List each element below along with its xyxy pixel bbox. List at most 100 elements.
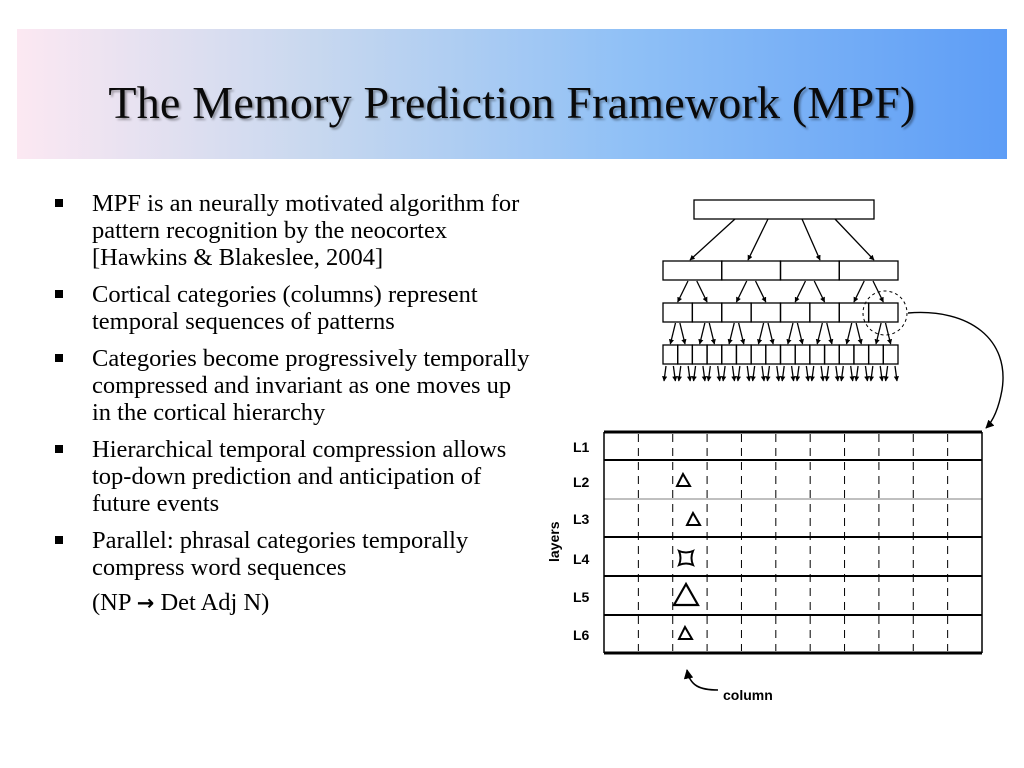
hierarchy-top-node	[693, 199, 875, 220]
square-bullet-icon	[55, 536, 63, 544]
square-bullet-icon	[55, 199, 63, 207]
hierarchy-input-arrow	[839, 365, 845, 382]
hierarchy-arrow	[738, 322, 746, 345]
bullet-text: Hierarchical temporal compression allows…	[92, 436, 507, 517]
hierarchy-arrow	[708, 322, 716, 345]
hierarchy-input-arrow	[879, 365, 885, 382]
hierarchy-input-arrow	[883, 365, 889, 382]
hierarchy-input-arrow	[746, 365, 752, 382]
hierarchy-arrow	[668, 322, 677, 345]
hierarchy-arrow	[813, 280, 826, 303]
hierarchy-input-arrow	[805, 365, 811, 382]
hierarchy-input-arrow	[809, 365, 815, 382]
bullet-item: MPF is an neurally motivated algorithm f…	[53, 190, 533, 271]
hierarchy-level4-node	[853, 344, 870, 365]
hierarchy-arrow	[747, 218, 769, 261]
large-triangle-icon	[672, 581, 700, 607]
hierarchy-level4-node	[882, 344, 899, 365]
hierarchy-input-arrow	[864, 365, 870, 382]
hierarchy-arrow	[689, 218, 736, 261]
sub-suffix: Det Adj N)	[154, 589, 270, 616]
hierarchy-arrow	[815, 322, 823, 345]
hierarchy-arrow	[754, 280, 767, 303]
hierarchy-level2-node	[721, 260, 782, 281]
hierarchy-arrow	[853, 280, 865, 303]
hierarchy-input-arrow	[686, 365, 693, 382]
hierarchy-input-arrow	[662, 365, 668, 382]
hierarchy-level3-node	[750, 302, 782, 323]
hierarchy-input-arrow	[824, 365, 830, 382]
layers-axis-label: layers	[546, 521, 562, 562]
hierarchy-input-arrow	[834, 365, 840, 382]
hierarchy-input-arrow	[701, 365, 707, 382]
slide-title: The Memory Prediction Framework (MPF)	[108, 77, 916, 128]
hierarchy-input-arrow	[721, 365, 727, 382]
triangle-icon	[675, 471, 692, 487]
layer-label-l5: L5	[573, 589, 590, 605]
layer-label-l1: L1	[573, 439, 590, 455]
hierarchy-arrow	[884, 322, 893, 345]
hierarchy-diagram	[662, 199, 899, 382]
hierarchy-input-arrow	[780, 365, 786, 382]
hierarchy-arrow	[727, 322, 735, 345]
hierarchy-input-arrow	[849, 365, 855, 382]
hierarchy-level3-node	[779, 302, 811, 323]
triangle-icon	[685, 510, 702, 526]
bullet-text: Categories become progressively temporal…	[92, 345, 530, 426]
hierarchy-level4-node	[838, 344, 855, 365]
bullet-subline: (NP → Det Adj N)	[92, 589, 533, 617]
hierarchy-input-arrow	[750, 365, 756, 382]
hierarchy-input-arrow	[735, 365, 742, 382]
hierarchy-level3-node	[691, 302, 723, 323]
hierarchy-input-arrow	[868, 365, 875, 382]
hierarchy-level4-node	[794, 344, 811, 365]
bullet-item: Cortical categories (columns) represent …	[53, 281, 533, 335]
hierarchy-level4-node	[735, 344, 752, 365]
hierarchy-arrow	[767, 322, 775, 345]
sub-prefix: (NP	[92, 589, 137, 616]
bullet-list: MPF is an neurally motivated algorithm f…	[53, 190, 533, 617]
square-bullet-icon	[55, 445, 63, 453]
hierarchy-arrow	[874, 322, 882, 345]
hierarchy-arrow	[786, 322, 794, 345]
hierarchy-level4-node	[809, 344, 826, 365]
hierarchy-level4-node	[750, 344, 767, 365]
cortical-hierarchy-figure: L1 L2 L3 L4 L5 L6 layers column	[546, 199, 1004, 703]
square-bullet-icon	[55, 290, 63, 298]
layer-label-l2: L2	[573, 474, 590, 490]
hierarchy-level3-node	[662, 302, 694, 323]
triangle-icon	[677, 624, 694, 640]
hierarchy-arrow	[735, 280, 748, 303]
hierarchy-level4-node	[677, 344, 694, 365]
hierarchy-input-arrow	[716, 365, 722, 382]
hierarchy-input-arrow	[760, 365, 766, 382]
hierarchy-level4-node	[867, 344, 884, 365]
bullet-item: Hierarchical temporal compression allows…	[53, 436, 533, 517]
hierarchy-level4-node	[779, 344, 796, 365]
hierarchy-arrow	[834, 218, 875, 261]
hierarchy-arrow	[796, 322, 804, 345]
highlight-circle	[862, 290, 908, 336]
hierarchy-input-arrow	[775, 365, 781, 382]
bullet-item: Parallel: phrasal categories temporally …	[53, 527, 533, 617]
hierarchy-level3-node	[721, 302, 752, 323]
hierarchy-arrow	[677, 280, 689, 303]
column-label: column	[723, 687, 773, 703]
hierarchy-level4-node	[706, 344, 723, 365]
hierarchy-arrow	[872, 280, 884, 303]
hierarchy-input-arrow	[795, 365, 801, 382]
hierarchy-input-arrow	[731, 365, 737, 382]
hierarchy-input-arrow	[765, 365, 771, 382]
hierarchy-input-arrow	[819, 365, 826, 382]
hierarchy-input-arrow	[706, 365, 712, 382]
right-arrow-icon: →	[136, 591, 155, 615]
square-bullet-icon	[55, 354, 63, 362]
hierarchy-input-arrow	[893, 365, 899, 382]
hierarchy-level2-node	[779, 260, 840, 281]
hierarchy-input-arrow	[854, 365, 860, 382]
hierarchy-input-arrow	[676, 365, 682, 382]
hierarchy-arrow	[801, 218, 821, 261]
cortical-layers-grid	[603, 430, 983, 655]
curved-arrow-icon	[907, 311, 1004, 429]
hierarchy-input-arrow	[691, 365, 697, 382]
